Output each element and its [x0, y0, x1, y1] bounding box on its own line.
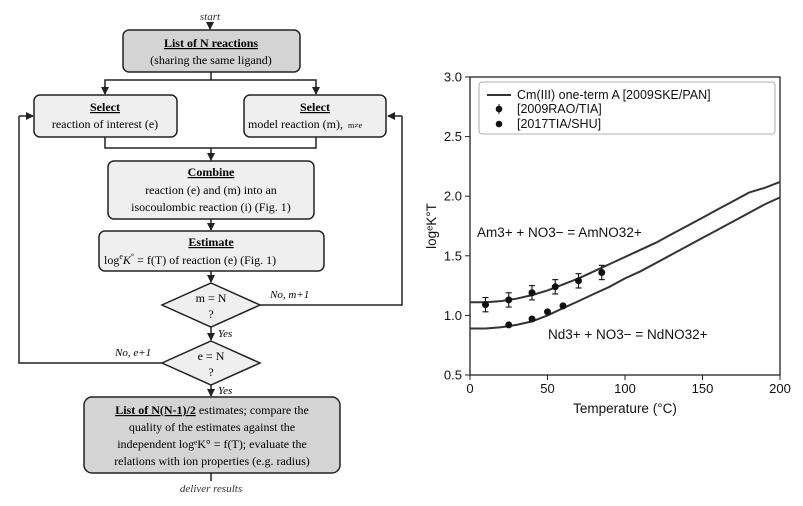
y-tick-label: 3.0 [444, 70, 462, 85]
combine-box: Combine reaction (e) and (m) into an iso… [107, 160, 315, 220]
end-label: deliver results [180, 483, 242, 495]
x-tick-label: 150 [692, 381, 714, 396]
data-point [505, 321, 513, 329]
series-line-0 [470, 180, 781, 304]
estimate-box: Estimate logeK° = f(T) of reaction (e) (… [98, 230, 325, 272]
decision-m-yes-label: Yes [218, 328, 232, 340]
loop-e-connector [18, 116, 162, 364]
select-m-body: model reaction (m), [248, 117, 343, 131]
y-axis-label: logᵉK°T [424, 203, 439, 249]
legend-entry-1: Cm(III) one-term A [2009SKE/PAN] [517, 88, 711, 102]
decision-m-diamond: m = N ? [160, 282, 262, 328]
select-e-box: Select reaction of interest (e) [33, 94, 178, 138]
data-point [598, 268, 606, 276]
results-title: List of N(N-1)/2 [115, 403, 196, 417]
decision-e-diamond: e = N ? [160, 340, 262, 386]
results-box: List of N(N-1)/2 estimates; compare the … [83, 396, 341, 474]
list-of-reactions-box: List of N reactions (sharing the same li… [122, 29, 301, 73]
decision-e-line2: ? [208, 365, 213, 379]
legend-frame [478, 81, 776, 135]
list-of-reactions-body: (sharing the same ligand) [150, 53, 272, 67]
combine-line2: isocoulombic reaction (i) (Fig. 1) [131, 200, 291, 214]
results-line3: independent logᵉK° = f(T); evaluate the [117, 437, 307, 451]
legend-entry-3: [2017TIA/SHU] [517, 117, 601, 131]
y-tick-label: 2.0 [444, 189, 462, 204]
decision-e-no-label: No, e+1 [114, 347, 151, 359]
merge-connector [104, 137, 317, 149]
x-tick-label: 200 [769, 381, 791, 396]
start-label: start [200, 11, 221, 23]
y-tick-label: 2.5 [444, 129, 462, 144]
flowchart: start List of N reactions (sharing the s… [18, 11, 403, 495]
y-tick-label: 1.5 [444, 248, 462, 263]
results-line1: estimates; compare the [196, 403, 309, 417]
svg-text:List of N(N-1)/2 estimates; c: List of N(N-1)/2 estimates; compare the [115, 403, 309, 417]
combine-line1: reaction (e) and (m) into an [145, 183, 277, 197]
estimate-formula-mid: K [122, 253, 132, 267]
chart: 0 50 100 150 200 0.5 1.0 1.5 2.0 2.5 3.0 Cm(III) o… [424, 70, 791, 417]
select-m-box: Select model reaction (m), m≠e [243, 94, 387, 138]
svg-text:model reaction (m), m≠: model reaction (m), m≠e [248, 117, 363, 131]
decision-e-line1: e = N [198, 349, 225, 363]
legend-entry-2: [2009RAO/TIA] [517, 102, 602, 116]
select-e-body: reaction of interest (e) [52, 117, 158, 131]
annotation-am: Am3+ + NO3− = AmNO32+ [477, 225, 642, 240]
decision-m-line1: m = N [196, 291, 227, 305]
estimate-formula-prefix: log [104, 253, 119, 267]
combine-title: Combine [188, 165, 235, 179]
estimate-formula-suffix: = f(T) of reaction (e) (Fig. 1) [134, 253, 276, 267]
legend-point-marker-2 [495, 120, 503, 128]
results-line4: relations with ion properties (e.g. radi… [114, 454, 310, 468]
estimate-formula-sup: e [119, 252, 123, 261]
series-line-1 [470, 196, 781, 330]
decision-m-no-label: No, m+1 [269, 289, 309, 301]
chart-ticks: 0 50 100 150 200 0.5 1.0 1.5 2.0 2.5 3.0 [444, 70, 791, 397]
loop-m-connector [260, 116, 403, 306]
y-tick-label: 1.0 [444, 308, 462, 323]
results-line2: quality of the estimates against the [129, 420, 295, 434]
list-of-reactions-title: List of N reactions [164, 36, 258, 50]
annotation-nd: Nd3+ + NO3− = NdNO32+ [548, 327, 708, 342]
data-point [575, 277, 582, 285]
data-point [528, 289, 536, 297]
x-tick-label: 0 [466, 381, 473, 396]
select-m-title: Select [300, 100, 330, 114]
x-tick-label: 50 [540, 381, 554, 396]
decision-e-yes-label: Yes [218, 385, 232, 397]
split-connector [104, 72, 317, 92]
y-tick-label: 0.5 [444, 368, 462, 383]
estimate-formula-sup2: ° [131, 252, 134, 261]
x-tick-label: 100 [614, 381, 636, 396]
decision-m-line2: ? [208, 307, 213, 321]
data-point [544, 308, 551, 316]
data-point [505, 296, 513, 304]
data-point [551, 283, 559, 291]
chart-legend: Cm(III) one-term A [2009SKE/PAN] [2009RA… [478, 81, 776, 135]
data-point [559, 302, 567, 310]
select-m-subscript: m≠e [348, 121, 363, 130]
data-point [528, 315, 536, 323]
svg-text:logeK° = f(T) of reaction (e): logeK° = f(T) of reaction (e) (Fig. 1) [104, 252, 276, 267]
estimate-title: Estimate [188, 235, 234, 249]
data-point [482, 301, 489, 309]
select-e-title: Select [90, 100, 120, 114]
chart-series [470, 180, 781, 330]
x-axis-label: Temperature (°C) [573, 401, 677, 416]
